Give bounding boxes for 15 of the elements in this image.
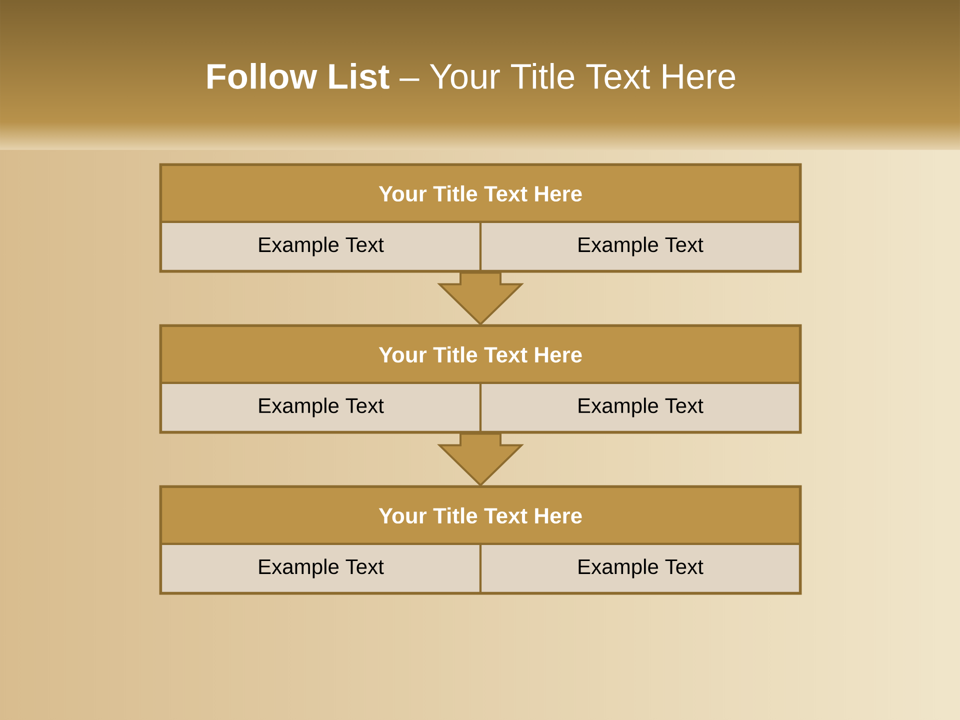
block-arrow [437,432,524,487]
text-cell: Example Text [160,542,482,594]
text-cell: Example Text [160,382,482,434]
title-bar: Your Title Text Here [160,164,802,224]
slide-title: Follow List – Your Title Text Here [208,63,736,89]
list-box [159,485,802,595]
text-cell: Example Text [479,220,802,272]
list-box [159,163,802,273]
text-cell: Example Text [479,382,802,434]
text-cell: Example Text [160,220,482,272]
text-cell: Example Text [479,542,802,594]
title-bar: Your Title Text Here [160,324,802,384]
title-bar: Your Title Text Here [160,486,802,546]
block-arrow [437,272,524,326]
list-box [159,324,802,434]
